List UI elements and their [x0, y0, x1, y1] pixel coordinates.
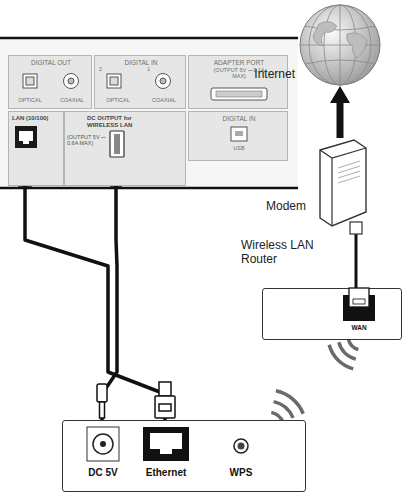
wave-arc	[348, 340, 358, 350]
label-text: 2	[99, 66, 109, 72]
dc-plug	[97, 384, 107, 418]
label-text: Internet	[223, 68, 295, 82]
label-text: Ethernet	[131, 467, 201, 479]
label-text: USB	[189, 145, 289, 151]
label-text: DIGITAL OUT	[9, 59, 93, 66]
arrow	[330, 86, 350, 138]
lan-section: LAN (10/100)	[8, 111, 64, 186]
label-text: Modem	[252, 200, 306, 214]
label-text: DC OUTPUT for WIRELESS LAN	[87, 115, 147, 129]
label-text: OPTICAL	[9, 97, 51, 103]
dc-output-section: DC OUTPUT for WIRELESS LAN (OUTPUT 5V ⎓ 0…	[64, 111, 186, 186]
label-text: LAN (10/100)	[12, 115, 64, 122]
wave-arc	[329, 345, 353, 369]
arrow-line	[337, 102, 344, 138]
cable-line	[355, 234, 358, 288]
panel-edge	[0, 37, 298, 40]
label-text: WPS	[221, 467, 261, 479]
adapter-port-section: ADAPTER PORT(OUTPUT 5V ⎓ 0.1A MAX)	[188, 55, 288, 109]
cable	[356, 234, 357, 288]
input-section: DIGITAL IN2 1OPTICALCOAXIAL	[94, 55, 186, 109]
label-text: ADAPTER PORT	[189, 59, 289, 66]
wave-arc	[274, 402, 293, 418]
wireless-lan-converter-shape	[63, 421, 307, 493]
label-text: DIGITAL IN	[95, 59, 187, 66]
label-text: WAN	[339, 324, 379, 331]
label-text: COAXIAL	[51, 97, 93, 103]
label-text: 1	[147, 66, 157, 72]
panel-edge	[0, 187, 298, 190]
router: Wireless LAN RouterWAN	[262, 288, 402, 340]
wave-arc	[276, 391, 303, 414]
lan-section-shape	[9, 112, 65, 187]
label-text: DIGITAL IN	[189, 115, 289, 122]
internet-globe-shape	[299, 4, 381, 86]
output-section: DIGITAL OUT OPTICALCOAXIAL	[8, 55, 92, 109]
router-shape	[263, 289, 403, 341]
lan-cable	[25, 186, 165, 420]
wireless-waves	[271, 340, 358, 422]
usb-section: DIGITAL IN USB	[188, 111, 288, 161]
ethernet-plug	[155, 382, 175, 418]
label-text: DC 5V	[79, 467, 127, 479]
internet-globe: Internet	[299, 4, 381, 86]
label-text: OPTICAL	[95, 97, 141, 103]
label-text: COAXIAL	[141, 97, 187, 103]
label-text: Wireless LAN Router	[241, 239, 333, 267]
panel-ground	[0, 39, 298, 188]
wireless-lan-converter: DC 5V Ethernet WPS	[62, 420, 306, 492]
lan-cable-line	[25, 186, 165, 420]
modem: Modem	[310, 138, 370, 234]
wave-arc	[339, 342, 356, 359]
modem-shape	[310, 138, 370, 234]
label-text: (OUTPUT 5V ⎓ 0.6A MAX)	[67, 134, 109, 147]
arrow-head	[330, 86, 350, 103]
